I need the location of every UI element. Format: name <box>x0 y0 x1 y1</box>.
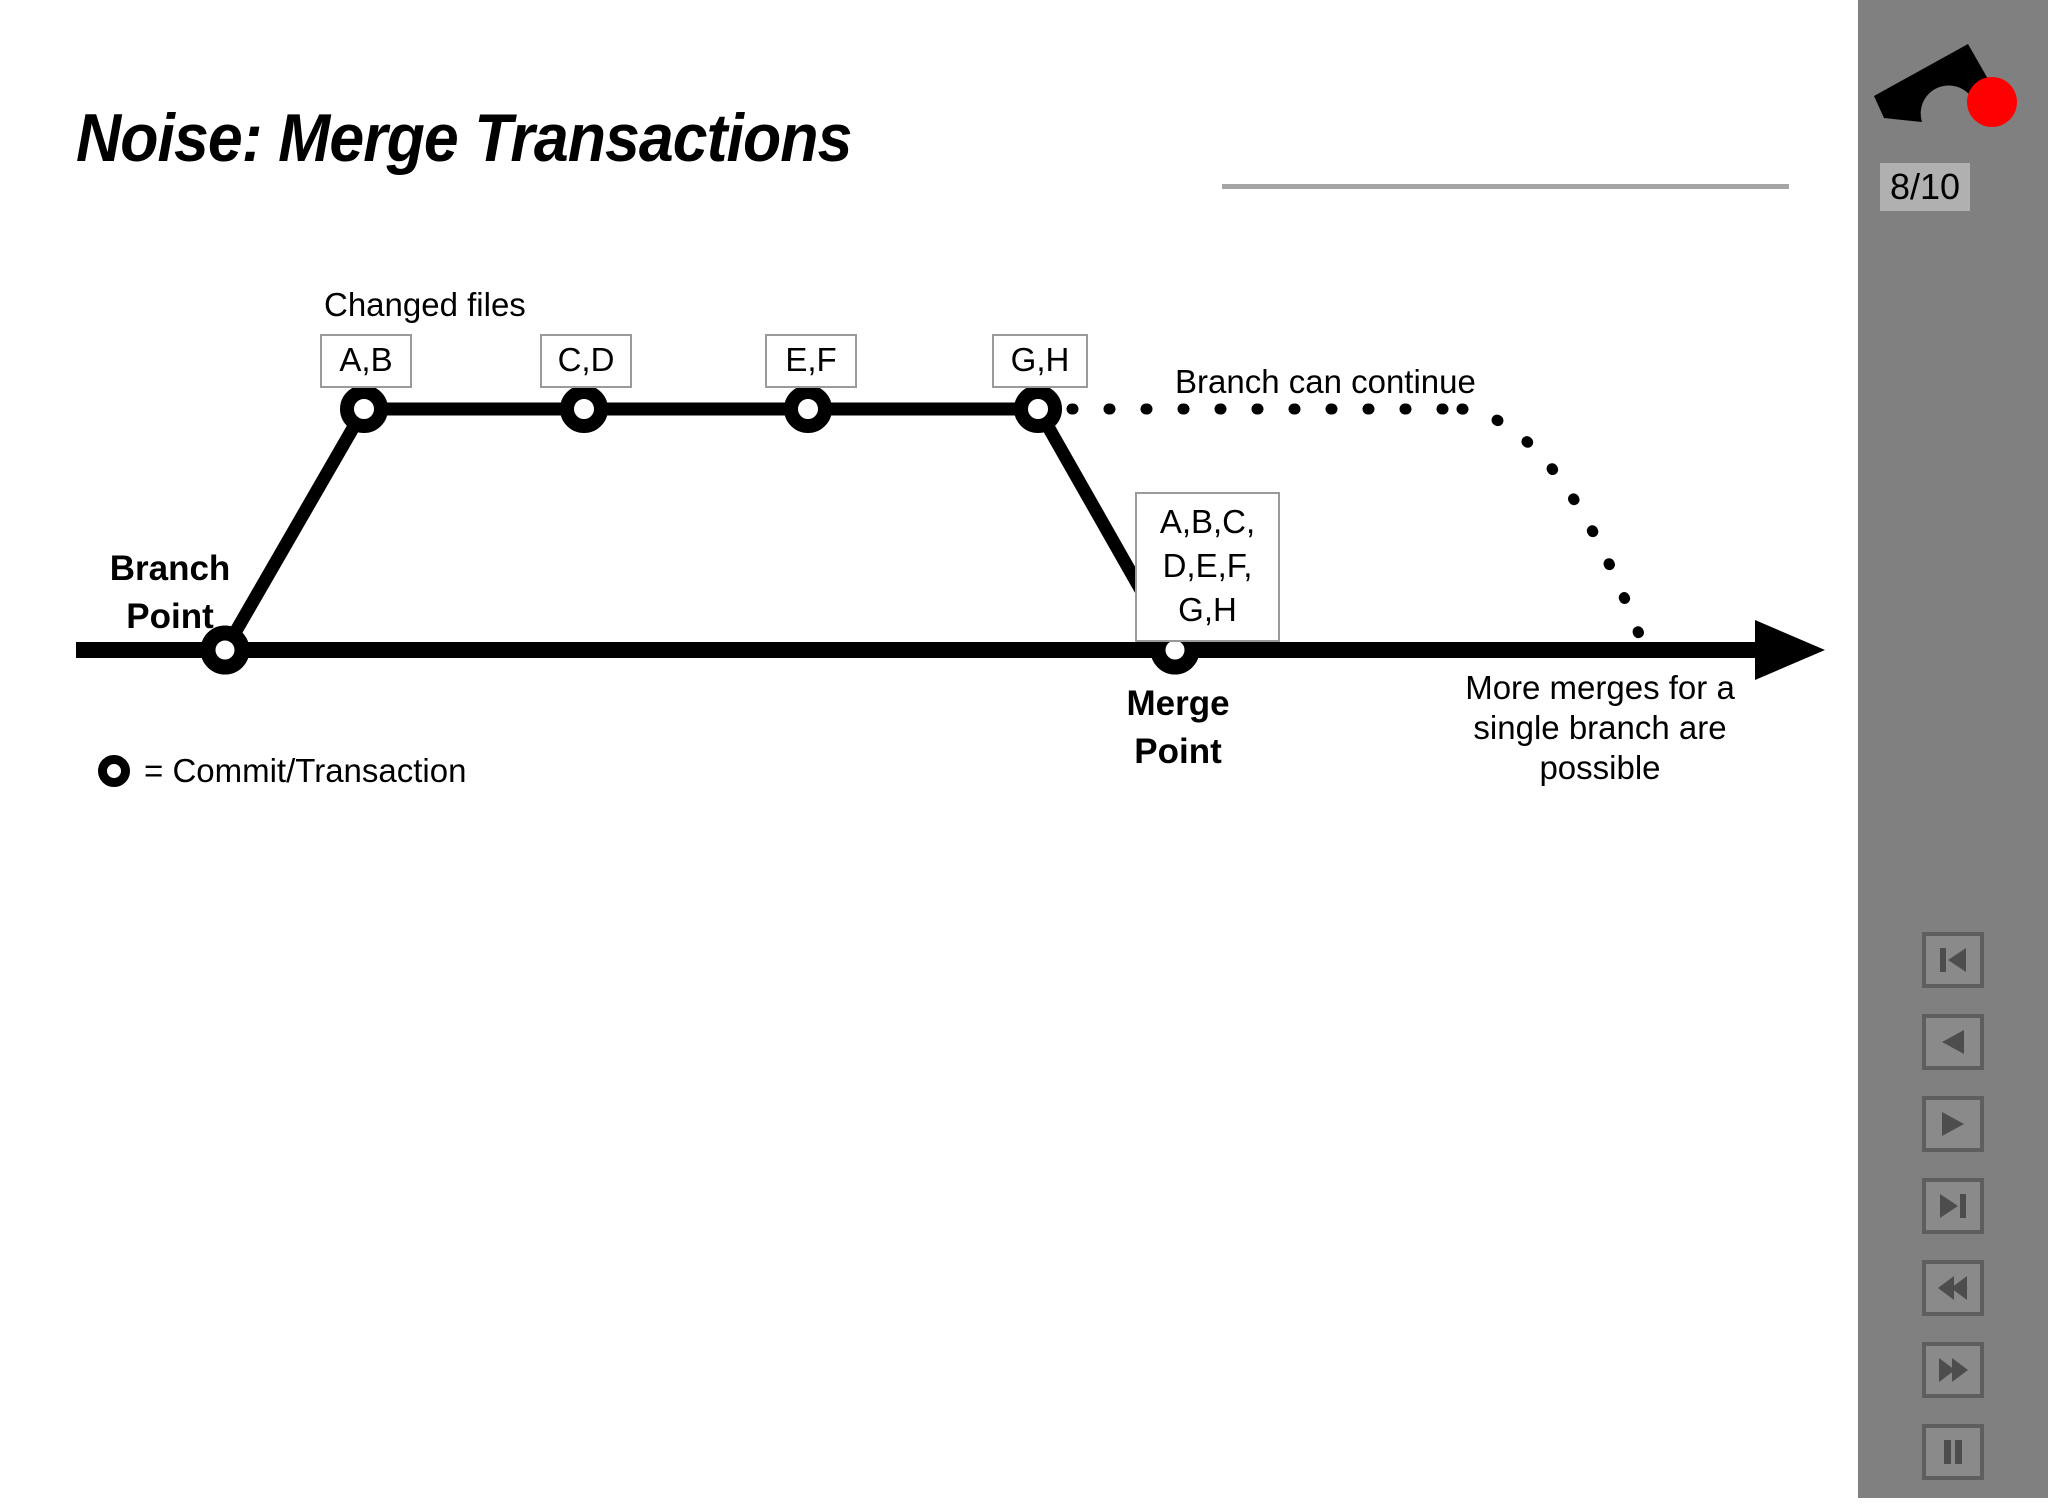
fast-forward-button[interactable] <box>1922 1342 1984 1398</box>
slide-sidebar: 8/10 <box>1858 0 2048 1498</box>
branch-continue-label: Branch can continue <box>1175 363 1476 400</box>
commit-box-3: E,F <box>765 334 857 388</box>
slide-canvas: Noise: Merge Transactions <box>0 96 1858 790</box>
logo-red-dot <box>1967 77 2017 127</box>
page-title: Noise: Merge Transactions <box>76 100 852 176</box>
fast-forward-icon <box>1939 1358 1968 1382</box>
logo-shape <box>1874 44 1992 122</box>
first-slide-button[interactable] <box>1922 932 1984 988</box>
legend: = Commit/Transaction <box>98 752 466 790</box>
logo <box>1870 30 2030 140</box>
changed-files-label: Changed files <box>324 286 526 323</box>
last-slide-button[interactable] <box>1922 1178 1984 1234</box>
commit-circle-icon <box>98 755 130 787</box>
slide-counter: 8/10 <box>1880 163 1970 211</box>
previous-slide-button[interactable] <box>1922 1014 1984 1070</box>
commit-circles <box>340 385 1062 433</box>
skip-back-icon <box>1940 948 1966 972</box>
next-slide-button[interactable] <box>1922 1096 1984 1152</box>
branch-continue-dotted <box>1066 403 1651 656</box>
legend-label: = Commit/Transaction <box>144 752 467 789</box>
commit-box-4: G,H <box>992 334 1088 388</box>
rewind-button[interactable] <box>1922 1260 1984 1316</box>
branch-point-label: Branch Point <box>109 549 231 636</box>
branch-rise-line <box>219 405 370 654</box>
branch-merge-diagram <box>76 385 1825 680</box>
merge-files-box: A,B,C, D,E,F, G,H <box>1135 492 1280 642</box>
skip-forward-icon <box>1940 1194 1966 1218</box>
branch-point-circle <box>200 625 250 675</box>
merge-point-label: Merge Point <box>1126 684 1230 771</box>
play-forward-icon <box>1942 1112 1964 1136</box>
more-merges-label: More merges for a single branch are poss… <box>1465 669 1735 786</box>
title-row: Noise: Merge Transactions <box>0 96 1858 189</box>
rewind-icon <box>1938 1276 1967 1300</box>
pause-icon <box>1944 1440 1962 1464</box>
commit-box-1: A,B <box>320 334 412 388</box>
commit-box-2: C,D <box>540 334 632 388</box>
pause-button[interactable] <box>1922 1424 1984 1480</box>
play-back-icon <box>1942 1030 1964 1054</box>
title-divider <box>1222 184 1789 189</box>
navigation-buttons <box>1858 932 2048 1506</box>
trunk-line <box>76 620 1825 680</box>
